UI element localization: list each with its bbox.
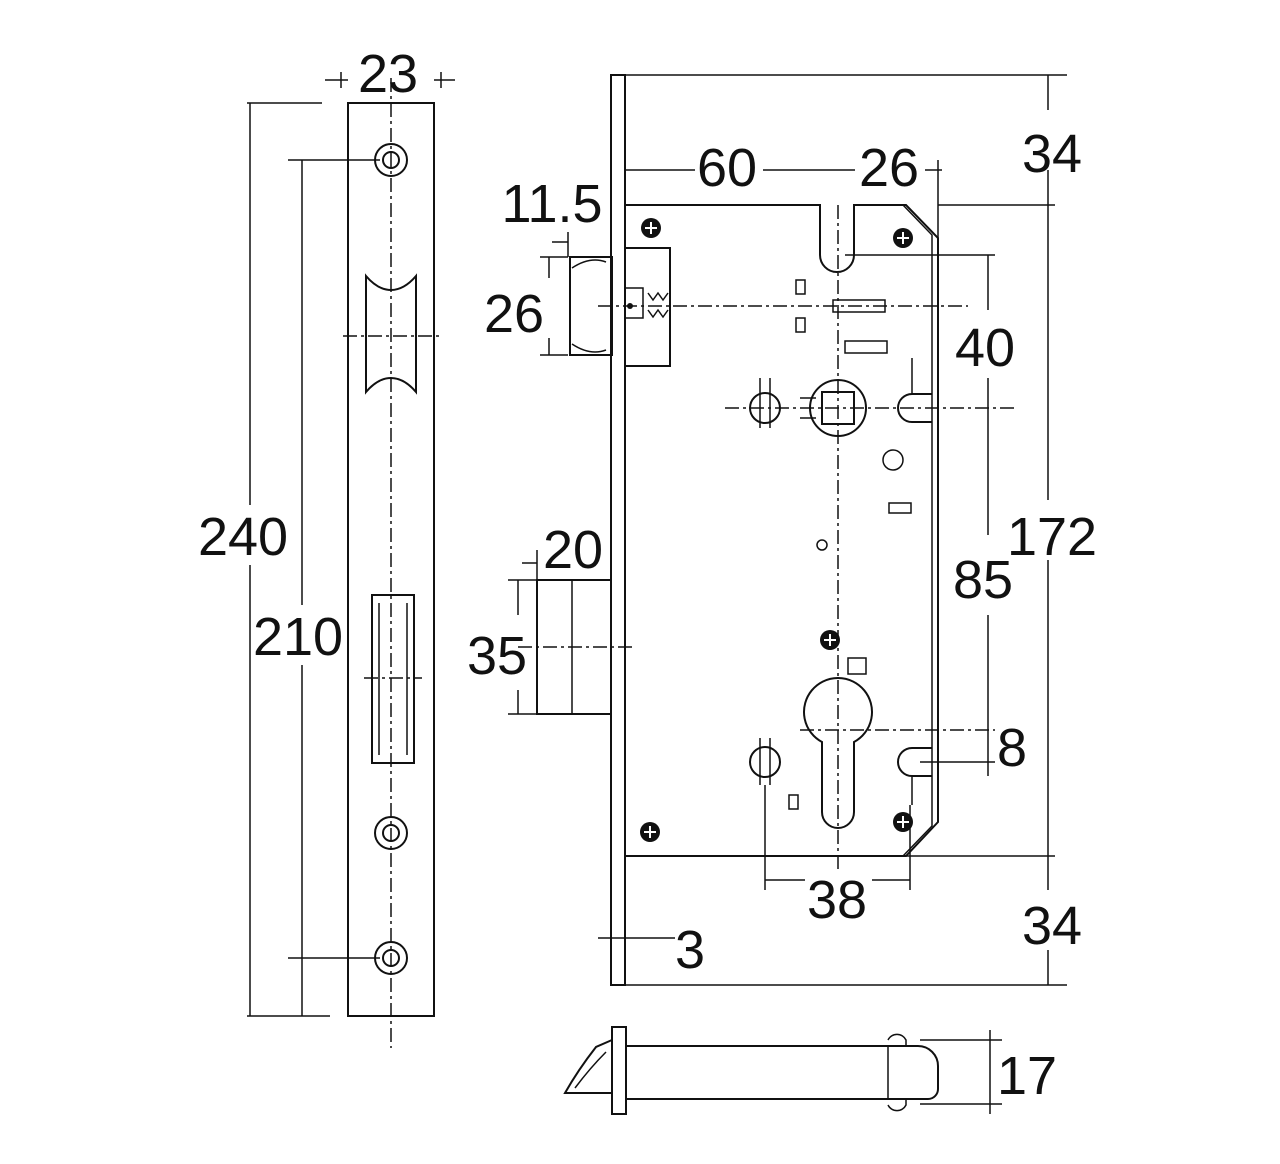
dim-centre-distance: 85 <box>953 550 1013 610</box>
fixing-slot <box>897 393 932 423</box>
dim-deadbolt-projection: 20 <box>543 520 603 580</box>
fixing-slot <box>897 747 932 777</box>
fixing-hole <box>749 392 781 424</box>
lock-top-view: 17 <box>563 1026 1057 1115</box>
dim-screw-spacing: 210 <box>253 607 343 667</box>
dim-faceplate-thickness: 3 <box>675 920 705 980</box>
dim-latch-projection: 11.5 <box>501 174 602 234</box>
lock-body-side-view: 60 26 34 172 34 40 85 8 <box>467 74 1097 986</box>
case-screw <box>820 630 840 650</box>
case-screw <box>893 812 913 832</box>
dim-follower-to-edge: 26 <box>859 138 919 198</box>
dim-case-height: 172 <box>1007 507 1097 567</box>
latch-bolt <box>569 247 671 367</box>
dim-case-depth: 17 <box>997 1046 1057 1106</box>
latch-opening <box>365 273 417 395</box>
dim-spindle-to-top: 40 <box>955 318 1015 378</box>
dim-bottom-margin: 34 <box>1022 896 1082 956</box>
dim-faceplate-width: 23 <box>358 44 418 104</box>
case-screw <box>641 218 661 238</box>
cylinder-cutout <box>803 677 873 829</box>
dim-fixing-spacing: 38 <box>807 870 867 930</box>
dim-cylinder-offset: 8 <box>997 718 1027 778</box>
deadbolt-opening <box>371 594 415 764</box>
dim-backset: 60 <box>697 138 757 198</box>
dim-top-margin: 34 <box>1022 124 1082 184</box>
dim-latch-height: 26 <box>484 284 544 344</box>
faceplate-front-view: 23 240 210 <box>198 44 455 1048</box>
dim-faceplate-length: 240 <box>198 507 288 567</box>
case-screw <box>893 228 913 248</box>
dim-deadbolt-height: 35 <box>467 626 527 686</box>
lock-case-outline <box>625 204 939 857</box>
faceplate-edge <box>610 74 626 986</box>
case-screw <box>640 822 660 842</box>
fixing-hole <box>749 746 781 778</box>
faceplate-screw-mid <box>374 816 408 850</box>
